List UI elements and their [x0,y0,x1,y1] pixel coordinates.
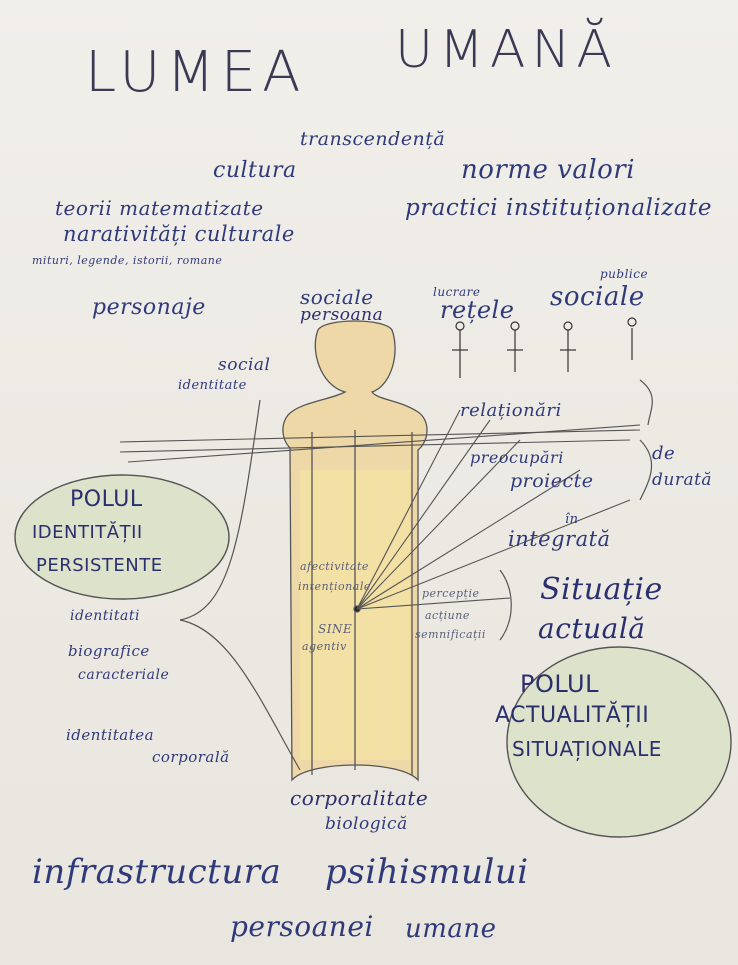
title-umana: UMANĂ [395,20,618,80]
label-corporalitate: corporalitate [290,786,428,810]
label-practici: practici instituționalizate [405,195,712,221]
left-pole-line3: PERSISTENTE [36,555,163,576]
label-social: social [218,355,271,375]
human-figure [283,321,427,780]
label-identitati: identitati [70,608,140,624]
right-pole-line2: ACTUALITĂȚII [495,703,649,728]
label-sine: SINE [318,622,352,636]
label-transcendenta: transcendență [300,128,445,150]
label-psihismului: psihismului [325,852,529,892]
label-integrata: integrată [508,527,611,551]
label-actuala: actuală [538,612,646,645]
label-corporala: corporală [152,748,230,766]
label-identitate: identitate [178,378,247,393]
label-perceptie: percepție [422,587,479,600]
label-umane: umane [405,914,497,944]
label-agentiv: agentiv [302,640,347,653]
label-persoanei: persoanei [230,910,374,943]
label-biologica: biologică [325,814,408,834]
stick-figures [452,318,636,378]
label-durata: durată [652,470,712,490]
label-relationari: relaționări [460,400,562,421]
label-situatie: Situație [540,572,663,607]
label-identitatea: identitatea [66,726,154,744]
label-actiune: acțiune [425,609,470,622]
label-preocupari: preocupări [470,448,564,467]
label-mituri: mituri, legende, istorii, romane [32,254,222,267]
label-de: de [652,443,675,464]
label-intentionalitate: intenționale [298,580,371,593]
label-publica: publice [600,267,648,281]
left-pole-line2: IDENTITĂȚII [32,522,143,543]
label-norme-valori: norme valori [461,155,635,185]
label-persoana: persoana [300,305,383,325]
label-teorii: teorii matematizate [55,196,264,220]
title-lumea: LUMEA [85,40,306,105]
label-personaje: personaje [92,295,206,320]
label-infrastructura: infrastructura [32,852,281,892]
right-pole-line1: POLUL [520,670,599,698]
label-semnificatie: semnificații [415,628,486,641]
right-pole-line3: SITUAȚIONALE [512,737,662,761]
label-sociale-2: sociale [550,282,645,312]
label-retele: rețele [440,296,514,324]
label-afectivitate: afectivitate [300,560,369,573]
label-caracteriale: caracteriale [78,667,169,683]
label-in: în [565,512,579,527]
label-biografice: biografice [68,642,150,660]
label-narativitati: narativități culturale [63,222,295,246]
label-proiecte: proiecte [510,470,594,492]
label-cultura: cultura [213,158,297,183]
left-pole-line1: POLUL [70,487,143,512]
